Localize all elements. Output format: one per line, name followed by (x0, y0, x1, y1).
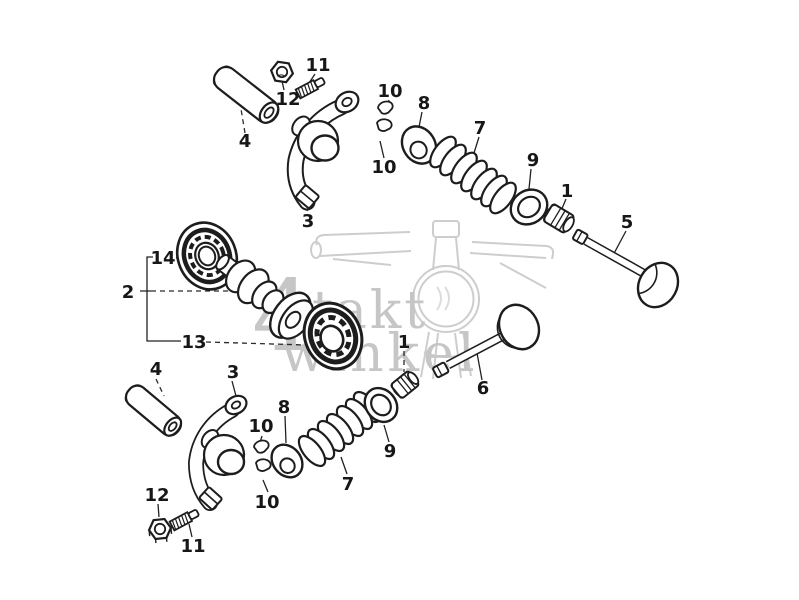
callout-exhaust-valve-spring: 7 (474, 118, 487, 139)
valve-cotters-bottom-drawing (253, 439, 272, 472)
callout-bearing-left: 14 (150, 248, 175, 269)
camshaft-drawing (215, 253, 314, 340)
bearing-right-drawing (302, 301, 364, 371)
callout-camshaft-assembly: 2 (122, 282, 135, 303)
callout-exhaust-adjust-screw: 11 (305, 55, 330, 76)
rocker-shaft-bottom-drawing (124, 384, 183, 437)
spring-seat-bottom-drawing (363, 386, 399, 424)
callout-labels: 11 12 4 3 10 10 8 7 9 1 5 14 2 13 4 3 8 … (122, 55, 634, 557)
callout-exhaust-spring-retainer: 8 (418, 93, 431, 114)
callout-intake-cotter-lower: 10 (254, 492, 279, 513)
callout-exhaust-cotter-upper: 10 (377, 81, 402, 102)
rocker-foot-top (295, 184, 320, 209)
callout-bearing-right: 13 (181, 332, 206, 353)
callout-intake-spring-retainer: 8 (278, 397, 291, 418)
rocker-arm-top-drawing (286, 90, 360, 211)
callout-intake-adjust-screw: 11 (180, 536, 205, 557)
callout-intake-valve-spring: 7 (342, 474, 355, 495)
callout-intake-rocker-arm: 3 (227, 362, 240, 383)
valve-cotters-top-drawing (376, 100, 394, 132)
spring-retainer-top-drawing (400, 125, 438, 165)
callout-intake-stem-seal: 1 (398, 332, 411, 353)
spring-retainer-bottom-drawing (270, 443, 304, 479)
callout-intake-rocker-shaft: 4 (150, 359, 163, 380)
callout-exhaust-valve: 5 (621, 212, 634, 233)
bracket-camshaft-group (146, 256, 181, 342)
adjust-screw-top-drawing (294, 77, 326, 100)
callout-exhaust-cotter-lower: 10 (371, 157, 396, 178)
valve-intake-drawing (432, 303, 541, 379)
stem-seal-top-drawing (542, 203, 575, 234)
rocker-arm-bottom-drawing (187, 394, 248, 511)
adjust-screw-bottom-drawing (168, 509, 200, 532)
callout-intake-cotter-upper: 10 (248, 416, 273, 437)
spring-seat-top-drawing (509, 188, 549, 226)
callout-exhaust-stem-seal: 1 (561, 181, 574, 202)
rocker-foot-bottom (198, 486, 223, 511)
valve-spring-top-drawing (429, 135, 517, 215)
adjust-nut-top-drawing (269, 60, 295, 84)
callout-exhaust-rocker-shaft: 4 (239, 131, 252, 152)
callout-exhaust-rocker-arm: 3 (302, 211, 315, 232)
leader-dashed-lines (151, 108, 405, 397)
callout-exhaust-spring-seat: 9 (527, 150, 540, 171)
callout-exhaust-adjust-nut: 12 (275, 89, 300, 110)
callout-intake-valve: 6 (477, 378, 490, 399)
stem-seal-bottom-drawing (390, 370, 420, 399)
callout-intake-spring-seat: 9 (384, 441, 397, 462)
valve-exhaust-drawing (572, 228, 680, 309)
rocker-shaft-top-drawing (212, 65, 280, 124)
adjust-nut-bottom-drawing (147, 517, 173, 544)
callout-intake-adjust-nut: 12 (144, 485, 169, 506)
